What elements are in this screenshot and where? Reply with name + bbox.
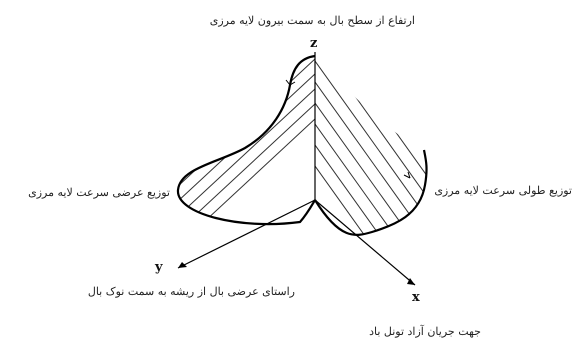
profile-arrowhead <box>403 171 411 179</box>
freestream-direction-label: جهت جریان آزاد تونل باد <box>369 325 481 338</box>
left-profile-hatching <box>177 56 315 225</box>
streamwise-profile-label: توزیع طولی سرعت لایه مرزی <box>434 184 572 197</box>
height-label: ارتفاع از سطح بال به سمت بیرون لایه مرزی <box>209 14 415 27</box>
transverse-profile-label: توزیع عرضی سرعت لایه مرزی <box>28 186 170 199</box>
x-axis <box>314 199 416 286</box>
y-arrowhead <box>178 262 187 268</box>
profile-arrowhead <box>285 79 296 86</box>
streamwise-velocity-profile <box>314 149 428 236</box>
x-arrowhead <box>407 278 415 285</box>
transverse-velocity-profile <box>176 54 316 226</box>
y-axis <box>177 199 316 269</box>
right-profile-hatching <box>315 56 427 235</box>
spanwise-direction-label: راستای عرضی بال از ریشه به سمت نوک بال <box>87 285 295 298</box>
x-axis-label: x <box>412 290 420 305</box>
y-axis-label: y <box>155 260 163 275</box>
z-axis-label: z <box>310 36 318 51</box>
